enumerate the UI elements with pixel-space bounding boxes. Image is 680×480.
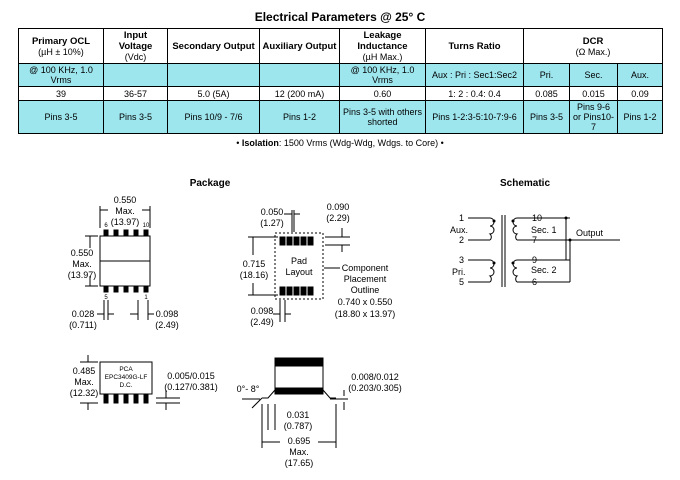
pad-layout-view xyxy=(248,210,350,322)
dim-side-height: 0.550 xyxy=(71,248,94,258)
marking-text: PCA xyxy=(119,366,133,373)
marking-text: EPC3409G-LF xyxy=(105,374,148,381)
placement-outline-size-mm: (18.80 x 13.97) xyxy=(335,309,396,319)
transformer-schematic xyxy=(468,215,620,287)
dim-pad-pitch-mm: (1.27) xyxy=(260,218,284,228)
dim-lead-thickness-mm: (0.127/0.381) xyxy=(164,382,218,392)
table-cell: Pins 10/9 - 7/6 xyxy=(167,100,260,134)
table-cell: Pins 9-6 or Pins10-7 xyxy=(569,100,618,134)
schematic-dots xyxy=(492,216,572,265)
table-cell: @ 100 KHz, 1.0 Vrms xyxy=(339,63,426,87)
winding-label-pri: Pri. xyxy=(452,267,466,277)
table-cell: Pins 3-5 xyxy=(523,100,570,134)
table-cell xyxy=(167,63,260,87)
dim-pad-size: 0.090 xyxy=(327,202,350,212)
table-cell: Pins 1-2 xyxy=(616,100,664,134)
dim-side-height-mm: (13.97) xyxy=(68,270,97,280)
dim-layout-height: 0.715 xyxy=(243,259,266,269)
dim-pin-width: 0.098 xyxy=(156,309,179,319)
dim-top-width-mm: (13.97) xyxy=(111,217,140,227)
package-title: Package xyxy=(190,178,231,189)
pin-number: 1 xyxy=(459,213,464,223)
dim-standoff-mm: (0.203/0.305) xyxy=(348,383,402,393)
dim-total-width-label: Max. xyxy=(289,447,309,457)
dim-layout-height-mm: (18.16) xyxy=(240,270,269,280)
placement-outline-label: Component xyxy=(342,263,389,273)
header-cell: Turns Ratio xyxy=(425,28,524,64)
dim-pin-pitch: 0.028 xyxy=(72,309,95,319)
package-side-view xyxy=(80,355,180,410)
pin-number: 5 xyxy=(104,295,108,301)
header-cell: Primary OCL(µH ± 10%) xyxy=(18,28,104,64)
pin-number: 6 xyxy=(104,223,108,229)
pin-number: 7 xyxy=(532,235,537,245)
dim-layout-pitch: 0.098 xyxy=(251,306,274,316)
dim-standoff: 0.008/0.012 xyxy=(351,372,399,382)
dim-pin-width-mm: (2.49) xyxy=(155,320,179,330)
table-row: Pins 3-5 Pins 3-5 Pins 10/9 - 7/6 Pins 1… xyxy=(18,100,664,134)
pin-number: 2 xyxy=(459,235,464,245)
pin-number: 3 xyxy=(459,255,464,265)
winding-label-sec2: Sec. 2 xyxy=(531,265,557,275)
pin-number: 10 xyxy=(532,213,542,223)
dim-top-width: 0.550 xyxy=(114,195,137,205)
dim-total-width-mm: (17.65) xyxy=(285,458,314,468)
placement-outline-size: 0.740 x 0.550 xyxy=(338,297,393,307)
dim-total-width: 0.695 xyxy=(288,436,311,446)
table-cell xyxy=(259,63,340,87)
pin-number: 1 xyxy=(144,295,148,301)
winding-label-aux: Aux. xyxy=(450,225,468,235)
pin-number: 10 xyxy=(143,223,150,229)
pin-number: 9 xyxy=(532,255,537,265)
dim-pad-size-mm: (2.29) xyxy=(326,213,350,223)
table-cell: Pins 1-2 xyxy=(259,100,340,134)
package-top-view xyxy=(85,206,154,320)
table-cell: Sec. xyxy=(569,63,618,87)
package-front-view xyxy=(242,357,348,448)
pad-layout-label: Pad xyxy=(291,256,307,266)
dim-pin-pitch-mm: (0.711) xyxy=(69,320,97,330)
dim-height-mm: (12.32) xyxy=(70,388,99,398)
pad-layout-label: Layout xyxy=(285,267,313,277)
placement-outline-label: Outline xyxy=(351,285,380,295)
dim-height-label: Max. xyxy=(74,377,94,387)
table-cell: Pins 3-5 xyxy=(103,100,168,134)
page-title: Electrical Parameters @ 25° C xyxy=(254,10,426,24)
schematic-title: Schematic xyxy=(500,178,550,189)
header-cell: Input Voltage(Vdc) xyxy=(103,28,168,64)
table-cell: Aux. xyxy=(616,63,664,87)
dim-lead-thickness: 0.005/0.015 xyxy=(167,371,215,381)
table-row: 39 36-57 5.0 (5A) 12 (200 mA) 0.60 1: 2 … xyxy=(18,86,664,101)
dim-side-height-label: Max. xyxy=(72,259,92,269)
table-cell: Pins 3-5 xyxy=(18,100,104,134)
placement-outline-label: Placement xyxy=(344,274,387,284)
marking-text: D.C. xyxy=(120,382,133,389)
dim-foot-mm: (0.787) xyxy=(284,421,313,431)
pin-number: 5 xyxy=(459,277,464,287)
output-label: Output xyxy=(576,228,604,238)
table-cell xyxy=(103,63,168,87)
dim-top-width-label: Max. xyxy=(115,206,135,216)
table-cell: Pins 1-2:3-5:10-7:9-6 xyxy=(425,100,524,134)
pin-number: 6 xyxy=(532,277,537,287)
table-header-row: Primary OCL(µH ± 10%) Input Voltage(Vdc)… xyxy=(18,28,664,64)
dim-height: 0.485 xyxy=(73,366,96,376)
dim-pad-pitch: 0.050 xyxy=(261,207,284,217)
isolation-note: • Isolation: 1500 Vrms (Wdg-Wdg, Wdgs. t… xyxy=(236,138,444,148)
dim-foot: 0.031 xyxy=(287,410,310,420)
dim-lead-angle: 0°- 8° xyxy=(237,384,260,394)
table-cell: Pri. xyxy=(523,63,570,87)
dim-layout-pitch-mm: (2.49) xyxy=(250,317,274,327)
table-cell: Pins 3-5 with others shorted xyxy=(339,100,426,134)
winding-label-sec1: Sec. 1 xyxy=(531,225,557,235)
electrical-parameters-table: Primary OCL(µH ± 10%) Input Voltage(Vdc)… xyxy=(18,28,664,134)
